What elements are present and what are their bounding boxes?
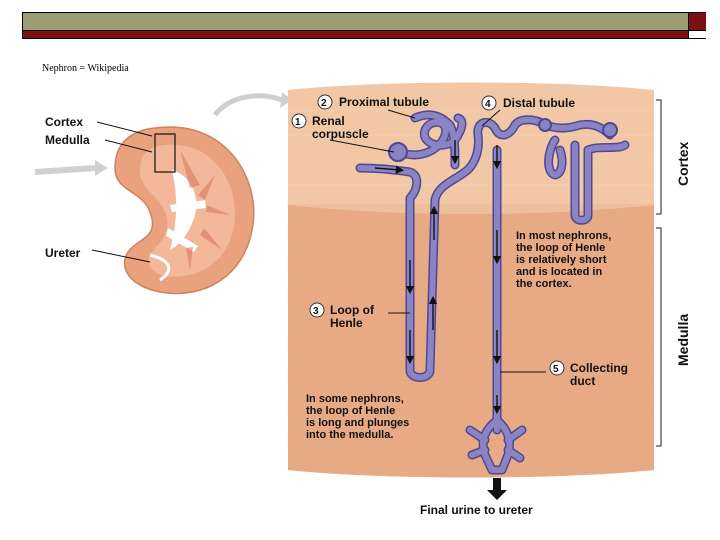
medulla-label: Medulla bbox=[45, 133, 90, 147]
cortex-label: Cortex bbox=[45, 115, 83, 129]
svg-text:2: 2 bbox=[321, 98, 327, 109]
title-bar-olive-strip bbox=[23, 13, 705, 31]
title-bar-corner-box bbox=[688, 13, 706, 30]
image-caption: Nephron = Wikipedia bbox=[42, 63, 129, 74]
svg-text:is long and plunges: is long and plunges bbox=[306, 417, 409, 429]
svg-text:the loop of Henle: the loop of Henle bbox=[516, 242, 605, 254]
region-brackets bbox=[656, 99, 662, 447]
medulla-region-label: Medulla bbox=[675, 314, 691, 366]
label-collecting-duct: 5 Collecting duct bbox=[549, 360, 628, 388]
svg-text:Henle: Henle bbox=[330, 316, 363, 330]
glomerulus bbox=[388, 142, 408, 162]
svg-text:4: 4 bbox=[485, 99, 491, 110]
svg-text:1: 1 bbox=[295, 117, 301, 128]
svg-text:In most nephrons,: In most nephrons, bbox=[516, 230, 611, 242]
svg-text:the loop of Henle: the loop of Henle bbox=[306, 405, 395, 417]
note-most-nephrons: In most nephrons, the loop of Henle is r… bbox=[516, 230, 611, 290]
svg-text:Proximal tubule: Proximal tubule bbox=[339, 95, 429, 109]
svg-text:is relatively short: is relatively short bbox=[516, 254, 607, 266]
title-bar-corner-box-lower bbox=[688, 31, 706, 38]
svg-text:3: 3 bbox=[313, 306, 319, 317]
svg-text:In some nephrons,: In some nephrons, bbox=[306, 393, 404, 405]
pointer-lines bbox=[329, 109, 546, 373]
cortex-region-label: Cortex bbox=[675, 141, 691, 186]
label-proximal-tubule: 2 Proximal tubule bbox=[317, 94, 429, 110]
svg-text:5: 5 bbox=[553, 364, 559, 375]
nephron-panel: Cortex Medulla 2 Proximal tubule 4 Dista… bbox=[287, 82, 691, 517]
ureter-label: Ureter bbox=[45, 246, 81, 260]
svg-text:corpuscle: corpuscle bbox=[312, 127, 369, 141]
label-loop-of-henle: 3 Loop of Henle bbox=[309, 302, 375, 330]
kidney-illustration: Cortex Medulla Ureter bbox=[34, 92, 292, 295]
flow-arrows bbox=[374, 140, 502, 415]
svg-text:Distal tubule: Distal tubule bbox=[503, 96, 575, 110]
svg-text:into the medulla.: into the medulla. bbox=[306, 429, 393, 441]
svg-text:Loop of: Loop of bbox=[330, 303, 375, 317]
label-renal-corpuscle: 1 Renal corpuscle bbox=[291, 113, 369, 141]
svg-text:Collecting: Collecting bbox=[570, 361, 628, 375]
medulla-region bbox=[288, 204, 654, 478]
svg-text:and is located in: and is located in bbox=[516, 266, 602, 278]
zoom-arrow bbox=[213, 93, 283, 117]
svg-text:Renal: Renal bbox=[312, 114, 345, 128]
svg-text:duct: duct bbox=[570, 374, 595, 388]
title-bar-red-strip bbox=[23, 31, 705, 38]
svg-text:the cortex.: the cortex. bbox=[516, 278, 572, 290]
final-urine-arrow bbox=[493, 478, 501, 491]
nephron-tubules bbox=[355, 110, 630, 475]
label-distal-tubule: 4 Distal tubule bbox=[481, 95, 575, 111]
note-some-nephrons: In some nephrons, the loop of Henle is l… bbox=[306, 393, 409, 441]
final-urine-label: Final urine to ureter bbox=[420, 503, 533, 517]
kidney-zoom-box bbox=[154, 133, 176, 173]
slide-title-bar bbox=[22, 12, 706, 39]
